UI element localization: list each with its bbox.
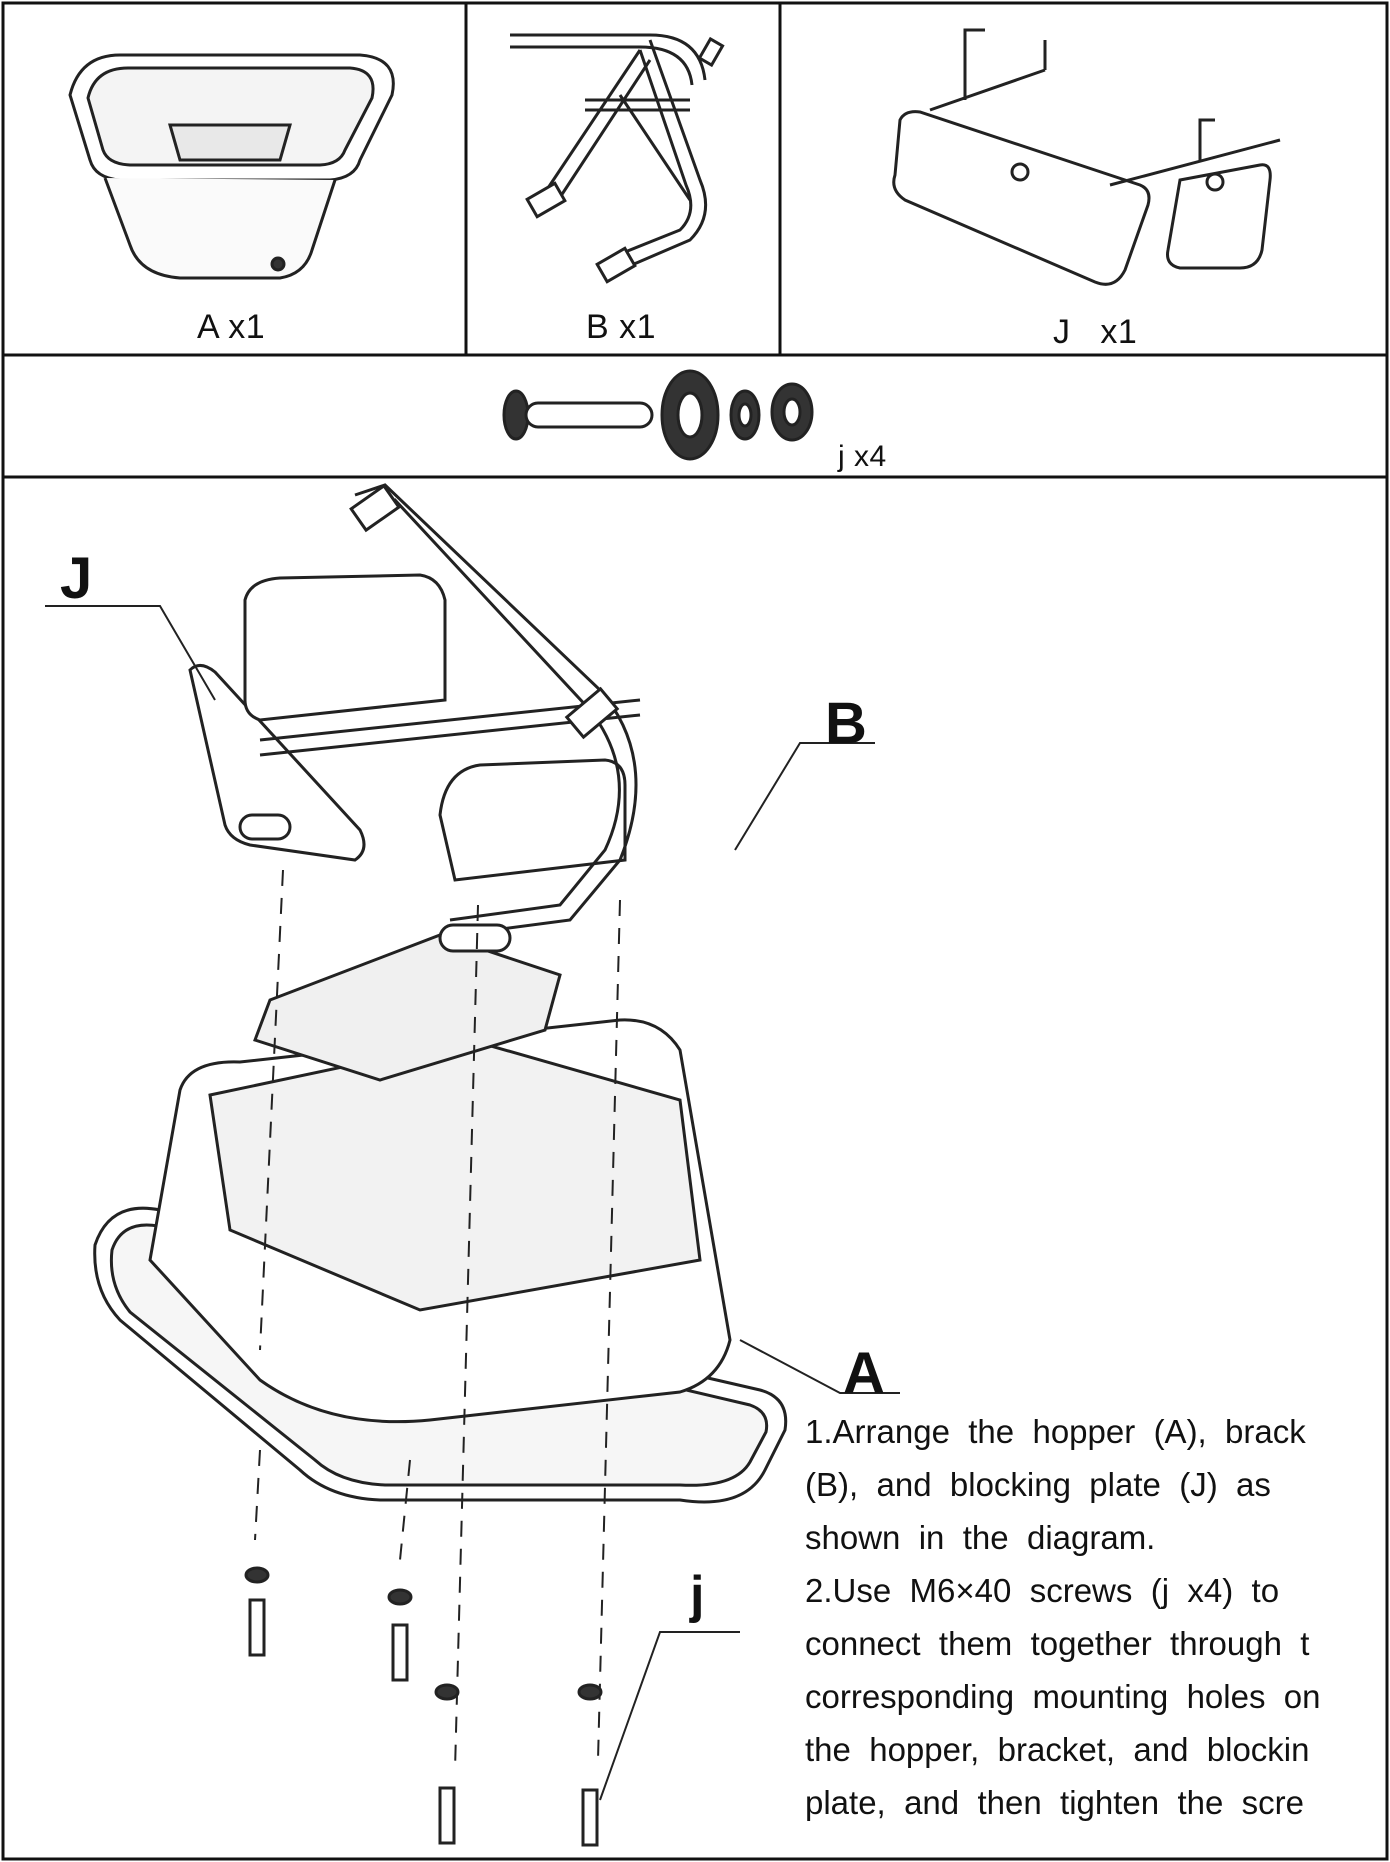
instruction-line: plate, and then tighten the scre <box>805 1784 1304 1821</box>
instruction-line: the hopper, bracket, and blockin <box>805 1731 1310 1768</box>
instruction-line: 1.Arrange the hopper (A), brack <box>805 1413 1306 1450</box>
callout-a-hopper: A <box>843 1341 885 1406</box>
instruction-line: corresponding mounting holes on <box>805 1678 1321 1715</box>
callout-j-screw: j <box>690 1566 705 1624</box>
callout-b-bracket: B <box>825 691 867 756</box>
instruction-line: (B), and blocking plate (J) as <box>805 1466 1271 1503</box>
blocking-plate-quantity-label: J x1 <box>1053 313 1138 351</box>
instruction-line: 2.Use M6×40 screws (j x4) to <box>805 1572 1280 1609</box>
bracket-quantity-label: B x1 <box>586 308 657 346</box>
hopper-quantity-label: A x1 <box>197 308 266 346</box>
screw-set-quantity-label: j x4 <box>838 440 887 473</box>
assembly-instructions: 1.Arrange the hopper (A), brack (B), and… <box>805 1405 1390 1862</box>
instruction-line: connect them together through t <box>805 1625 1310 1662</box>
callout-j-blocking-plate: J <box>60 546 93 611</box>
instruction-line: shown in the diagram. <box>805 1519 1156 1556</box>
